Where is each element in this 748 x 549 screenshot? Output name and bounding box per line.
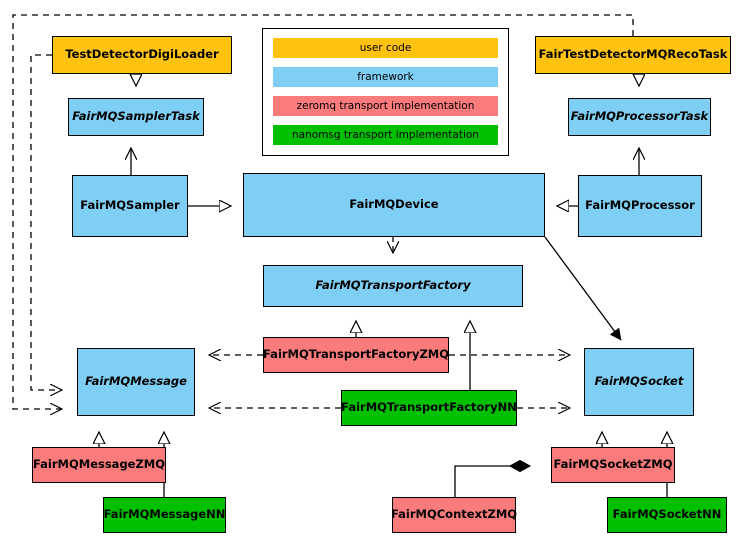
- legend-item-framework: framework: [273, 67, 498, 87]
- class-box-label: FairMQTransportFactoryNN: [341, 400, 517, 415]
- class-box-FairMQSocketNN[interactable]: FairMQSocketNN: [607, 497, 727, 533]
- legend-label-user-code: user code: [359, 42, 412, 54]
- class-box-label: FairMQProcessor: [585, 198, 695, 213]
- class-box-FairMQProcessor[interactable]: FairMQProcessor: [578, 175, 702, 237]
- class-box-label: FairMQTransportFactoryZMQ: [263, 347, 450, 362]
- legend-panel: user code framework zeromq transport imp…: [262, 28, 509, 156]
- class-box-label: FairMQMessage: [85, 374, 187, 389]
- class-box-FairMQTransportFactory[interactable]: FairMQTransportFactory: [263, 265, 523, 307]
- class-box-label: FairMQTransportFactory: [315, 278, 471, 293]
- legend-item-nanomsg: nanomsg transport implementation: [273, 125, 498, 145]
- class-box-FairMQDevice[interactable]: FairMQDevice: [243, 173, 545, 237]
- edge-contextzmq-socketzmq: [454, 466, 530, 497]
- legend-item-zeromq: zeromq transport implementation: [273, 96, 498, 116]
- class-box-FairTestDetectorMQRecoTask[interactable]: FairTestDetectorMQRecoTask: [535, 36, 731, 74]
- class-box-FairMQProcessorTask[interactable]: FairMQProcessorTask: [568, 98, 711, 136]
- class-box-FairMQTransportFactoryZMQ[interactable]: FairMQTransportFactoryZMQ: [263, 337, 449, 373]
- legend-label-nanomsg: nanomsg transport implementation: [292, 129, 479, 141]
- class-box-label: FairMQSocketZMQ: [553, 457, 673, 472]
- legend-item-user-code: user code: [273, 38, 498, 58]
- class-box-FairMQMessageZMQ[interactable]: FairMQMessageZMQ: [32, 447, 166, 483]
- class-box-label: FairMQContextZMQ: [390, 507, 518, 522]
- class-box-FairMQSocketZMQ[interactable]: FairMQSocketZMQ: [551, 447, 675, 483]
- class-box-label: TestDetectorDigiLoader: [65, 47, 219, 62]
- class-box-FairMQMessageNN[interactable]: FairMQMessageNN: [103, 497, 226, 533]
- class-box-FairMQMessage[interactable]: FairMQMessage: [77, 348, 195, 416]
- class-box-label: FairMQSocket: [594, 374, 684, 389]
- class-box-FairMQSamplerTask[interactable]: FairMQSamplerTask: [68, 98, 204, 136]
- class-box-FairMQSocket[interactable]: FairMQSocket: [584, 348, 694, 416]
- class-box-label: FairMQSamplerTask: [72, 109, 200, 124]
- edge-digiloader-message: [30, 54, 62, 390]
- class-box-label: FairMQSocketNN: [612, 507, 722, 522]
- class-box-label: FairMQMessageNN: [103, 507, 226, 522]
- class-box-label: FairMQSampler: [80, 198, 180, 213]
- legend-label-zeromq: zeromq transport implementation: [296, 100, 475, 112]
- legend-label-framework: framework: [357, 71, 414, 83]
- class-box-label: FairMQDevice: [349, 197, 439, 212]
- edge-device-socket: [544, 236, 622, 340]
- class-box-label: FairMQProcessorTask: [570, 109, 709, 124]
- class-box-FairMQSampler[interactable]: FairMQSampler: [72, 175, 188, 237]
- class-box-label: FairTestDetectorMQRecoTask: [538, 47, 728, 62]
- class-box-label: FairMQMessageZMQ: [32, 457, 166, 472]
- class-box-FairMQContextZMQ[interactable]: FairMQContextZMQ: [390, 497, 518, 533]
- class-box-FairMQTransportFactoryNN[interactable]: FairMQTransportFactoryNN: [341, 390, 517, 426]
- class-box-TestDetectorDigiLoader[interactable]: TestDetectorDigiLoader: [52, 36, 232, 74]
